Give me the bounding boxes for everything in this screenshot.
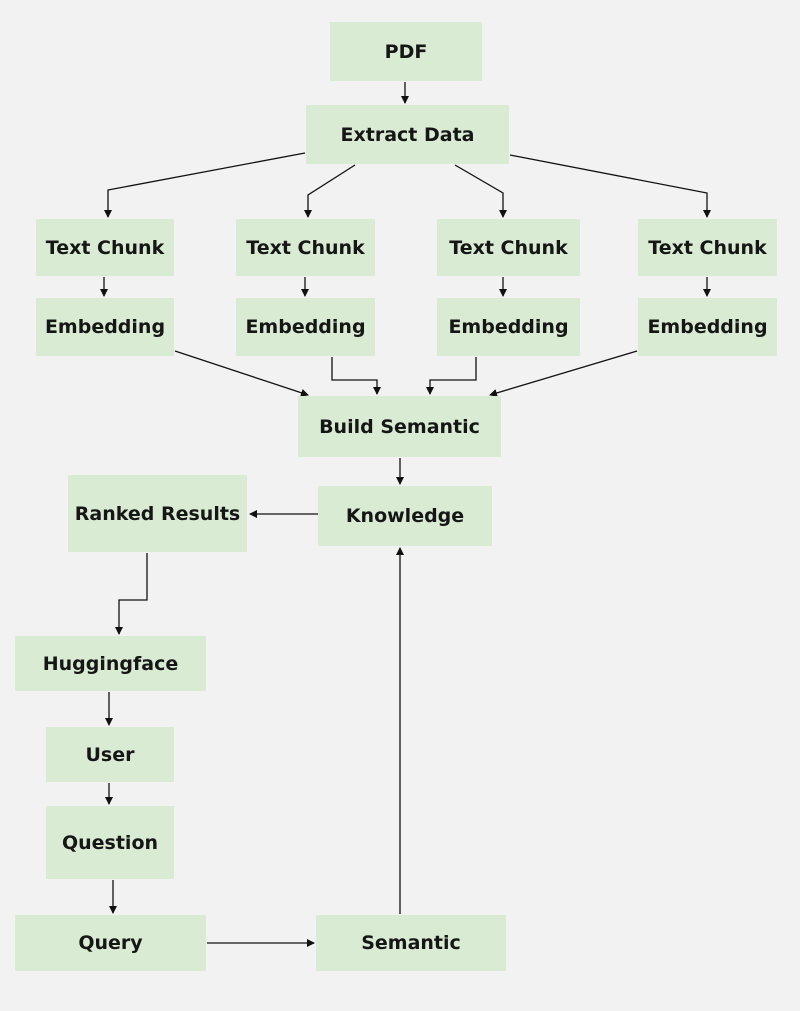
edge-emb3-to-build: [426, 357, 477, 395]
node-embedding-3: Embedding: [437, 298, 580, 356]
node-query: Query: [15, 915, 206, 971]
edge-emb4-to-build: [489, 350, 638, 397]
node-embedding-4: Embedding: [638, 298, 777, 356]
edge-extract-to-chunk4: [509, 154, 711, 218]
node-text-chunk-1: Text Chunk: [36, 219, 174, 276]
node-extract-data: Extract Data: [306, 105, 509, 164]
node-huggingface: Huggingface: [15, 636, 206, 691]
node-pdf: PDF: [330, 22, 482, 81]
node-semantic: Semantic: [316, 915, 506, 971]
node-question: Question: [46, 806, 174, 879]
edge-extract-to-chunk1: [104, 152, 306, 218]
node-embedding-1: Embedding: [36, 298, 174, 356]
node-knowledge: Knowledge: [318, 486, 492, 546]
edge-emb2-to-build: [331, 357, 381, 395]
node-text-chunk-2: Text Chunk: [236, 219, 375, 276]
node-embedding-2: Embedding: [236, 298, 375, 356]
node-user: User: [46, 727, 174, 782]
node-build-semantic: Build Semantic: [298, 396, 501, 457]
edge-extract-to-chunk3: [454, 164, 507, 218]
edge-ranked-to-hf: [115, 553, 148, 635]
node-text-chunk-3: Text Chunk: [437, 219, 580, 276]
node-text-chunk-4: Text Chunk: [638, 219, 777, 276]
edge-emb1-to-build: [174, 350, 309, 397]
node-ranked-results: Ranked Results: [68, 475, 247, 552]
edge-extract-to-chunk2: [304, 164, 356, 218]
